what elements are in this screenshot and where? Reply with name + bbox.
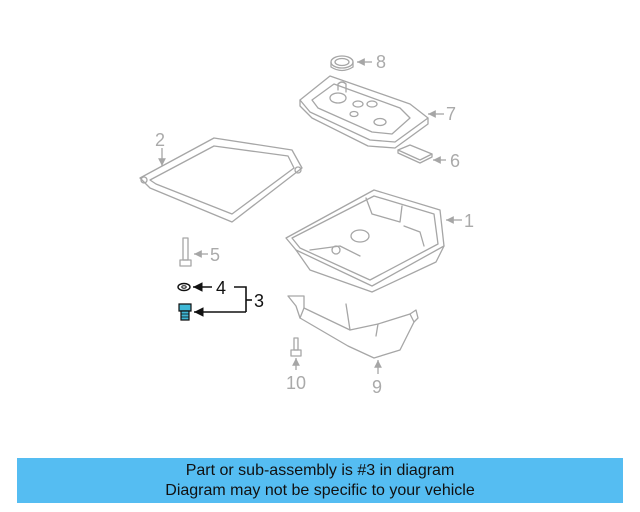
callout-4: 4 [216,278,226,298]
callout-7: 7 [446,104,456,124]
callout-3: 3 [254,291,264,311]
part-7-filter [299,75,429,149]
callout-3-bracket [234,286,247,312]
banner-line-1: Part or sub-assembly is #3 in diagram [185,462,455,479]
callout-5: 5 [210,245,220,265]
part-10-stud [290,337,302,357]
parts-diagram: 8 7 6 2 1 5 4 3 9 10 [139,52,474,397]
part-1-oil-pan [285,189,445,293]
info-banner: Part or sub-assembly is #3 in diagram Di… [17,458,623,503]
banner-line-2: Diagram may not be specific to your vehi… [165,482,475,499]
part-8-seal [330,55,354,72]
callout-2: 2 [155,130,165,150]
callout-9: 9 [372,377,382,397]
callout-1: 1 [464,211,474,231]
part-2-gasket [139,137,303,223]
part-3-drain-plug [178,303,192,321]
callout-6: 6 [450,151,460,171]
part-6-filter-element [397,144,433,164]
part-9-shield [287,295,419,359]
part-4-washer [177,282,191,292]
part-5-bolt [179,237,192,267]
callout-8: 8 [376,52,386,72]
callout-10: 10 [286,373,306,393]
